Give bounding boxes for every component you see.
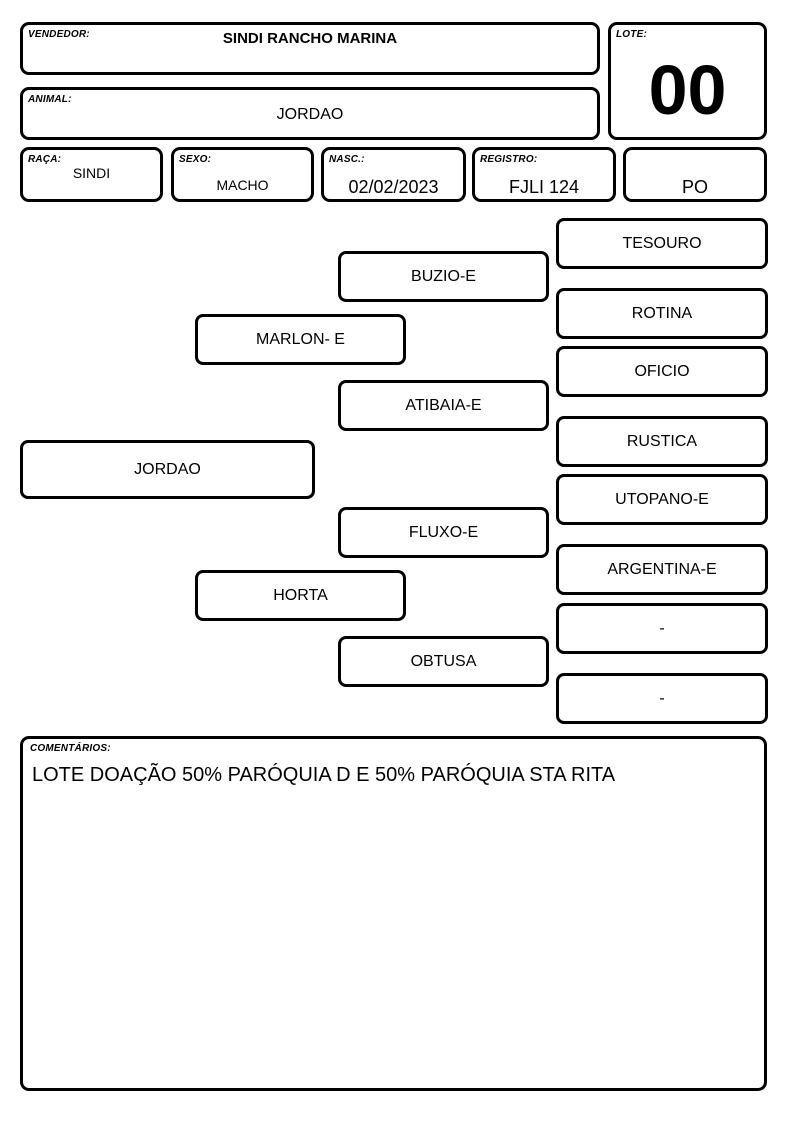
vendedor-value: SINDI RANCHO MARINA	[222, 30, 398, 47]
raca-box: RAÇA: SINDI	[20, 147, 163, 202]
pedigree-ggp-6: ARGENTINA-E	[556, 544, 768, 595]
comments-box: COMENTÁRIOS: LOTE DOAÇÃO 50% PARÓQUIA D …	[20, 736, 767, 1091]
animal-box: ANIMAL: JORDAO	[20, 87, 600, 140]
pedigree-ggp-3: OFICIO	[556, 346, 768, 397]
registro-value: FJLI 124	[508, 177, 580, 197]
vendedor-box: VENDEDOR: SINDI RANCHO MARINA	[20, 22, 600, 75]
pedigree-sire-dam: ATIBAIA-E	[338, 380, 549, 431]
pedigree-sire: MARLON- E	[195, 314, 406, 365]
animal-label: ANIMAL:	[28, 94, 72, 105]
nasc-box: NASC.: 02/02/2023	[321, 147, 466, 202]
animal-value: JORDAO	[276, 106, 344, 123]
lote-label: LOTE:	[616, 29, 647, 40]
registro-label: REGISTRO:	[480, 154, 538, 165]
pedigree-ggp-4: RUSTICA	[556, 416, 768, 467]
sexo-label: SEXO:	[179, 154, 212, 165]
pedigree-dam-dam: OBTUSA	[338, 636, 549, 687]
comments-text: LOTE DOAÇÃO 50% PARÓQUIA D E 50% PARÓQUI…	[32, 764, 616, 786]
sexo-value: MACHO	[216, 177, 269, 193]
lote-number: 00	[648, 51, 727, 129]
nasc-label: NASC.:	[329, 154, 365, 165]
pedigree-ggp-2: ROTINA	[556, 288, 768, 339]
lote-box: LOTE: 00	[608, 22, 767, 140]
sexo-box: SEXO: MACHO	[171, 147, 314, 202]
pedigree-dam: HORTA	[195, 570, 406, 621]
pedigree-ggp-5: UTOPANO-E	[556, 474, 768, 525]
pedigree-ggp-1: TESOURO	[556, 218, 768, 269]
pedigree-ggp-8: -	[556, 673, 768, 724]
categoria-box: PO	[623, 147, 767, 202]
categoria-value: PO	[681, 177, 708, 197]
comments-label: COMENTÁRIOS:	[30, 743, 111, 754]
pedigree-dam-sire: FLUXO-E	[338, 507, 549, 558]
nasc-value: 02/02/2023	[348, 177, 439, 197]
pedigree-sire-sire: BUZIO-E	[338, 251, 549, 302]
raca-value: SINDI	[72, 165, 111, 181]
raca-label: RAÇA:	[28, 154, 62, 165]
pedigree-ggp-7: -	[556, 603, 768, 654]
vendedor-label: VENDEDOR:	[28, 29, 90, 40]
registro-box: REGISTRO: FJLI 124	[472, 147, 616, 202]
pedigree-animal: JORDAO	[20, 440, 315, 499]
